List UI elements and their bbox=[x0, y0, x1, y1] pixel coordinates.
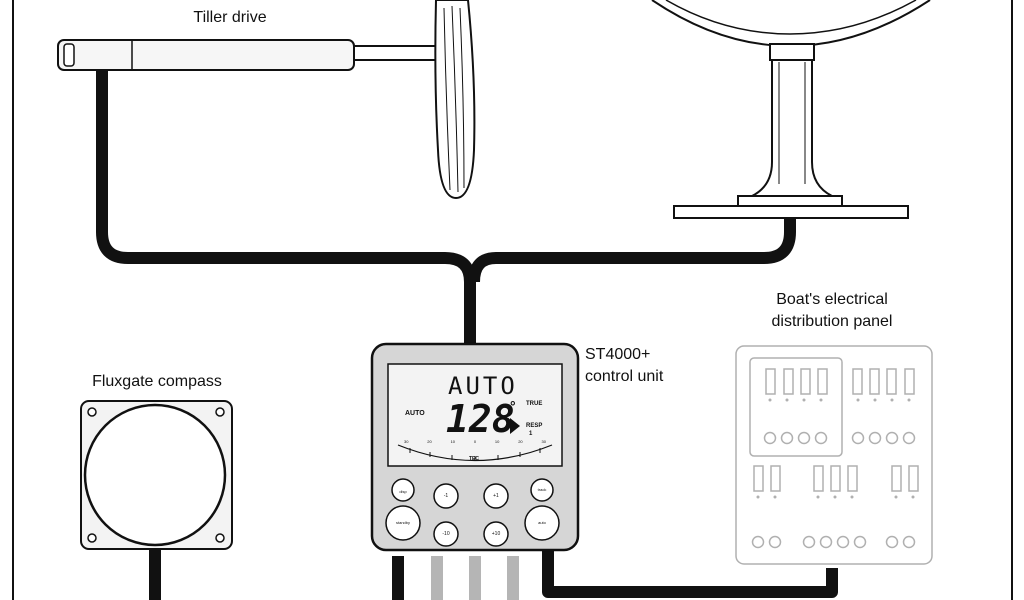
auto-button-label: auto bbox=[538, 520, 546, 525]
lcd-true-tag: TRUE bbox=[526, 401, 543, 407]
scale-tick: 10 bbox=[494, 439, 500, 444]
scale-tick: 30 bbox=[541, 439, 546, 444]
seatalk-cables bbox=[431, 556, 519, 600]
scale-tick: 0 bbox=[473, 439, 477, 444]
scale-tick: 20 bbox=[518, 439, 523, 444]
lcd-resp-value: 1 bbox=[529, 431, 533, 437]
electrical-panel-label: Boat's electrical distribution panel bbox=[771, 291, 893, 330]
cable-network bbox=[96, 68, 838, 600]
minus-10-button-label: -10 bbox=[442, 531, 450, 537]
fluxgate-compass bbox=[80, 400, 233, 550]
track-button-label: track bbox=[537, 487, 547, 492]
lcd-scale-ticks: 30 20 10 0 10 20 30 bbox=[404, 439, 546, 444]
scale-tick: 10 bbox=[450, 439, 456, 444]
scale-tick: 20 bbox=[427, 439, 432, 444]
control-unit-label: ST4000+ control unit bbox=[585, 346, 664, 385]
lcd-resp-tag: RESP bbox=[526, 423, 543, 429]
tiller bbox=[434, 0, 476, 200]
lcd-auto-tag: AUTO bbox=[405, 410, 425, 417]
fluxgate-compass-label: Fluxgate compass bbox=[92, 373, 222, 390]
lcd-scale-caption: TEC bbox=[469, 456, 479, 462]
scale-tick: 30 bbox=[404, 439, 409, 444]
plus-1-button-label: +1 bbox=[493, 493, 499, 499]
cable-power bbox=[542, 548, 838, 598]
cable-wheel-drive bbox=[468, 218, 796, 283]
st4000-control-unit bbox=[370, 342, 580, 552]
electrical-distribution-panel bbox=[735, 345, 933, 565]
cable-tiller-drive bbox=[96, 68, 476, 350]
disp-button-label: disp bbox=[399, 489, 407, 494]
wheel-pedestal bbox=[651, 0, 931, 219]
standby-button-label: standby bbox=[395, 520, 410, 525]
plus-10-button-label: +10 bbox=[491, 531, 501, 537]
lcd-mode-text: AUTO bbox=[448, 372, 518, 400]
minus-1-button-label: -1 bbox=[443, 493, 449, 499]
lcd-degree-symbol: ° bbox=[510, 398, 516, 414]
tiller-drive-unit bbox=[57, 39, 468, 71]
diagram-border bbox=[12, 0, 1013, 600]
tiller-drive-label: Tiller drive bbox=[193, 9, 267, 26]
lcd-heading-readout: 128 bbox=[446, 397, 515, 441]
